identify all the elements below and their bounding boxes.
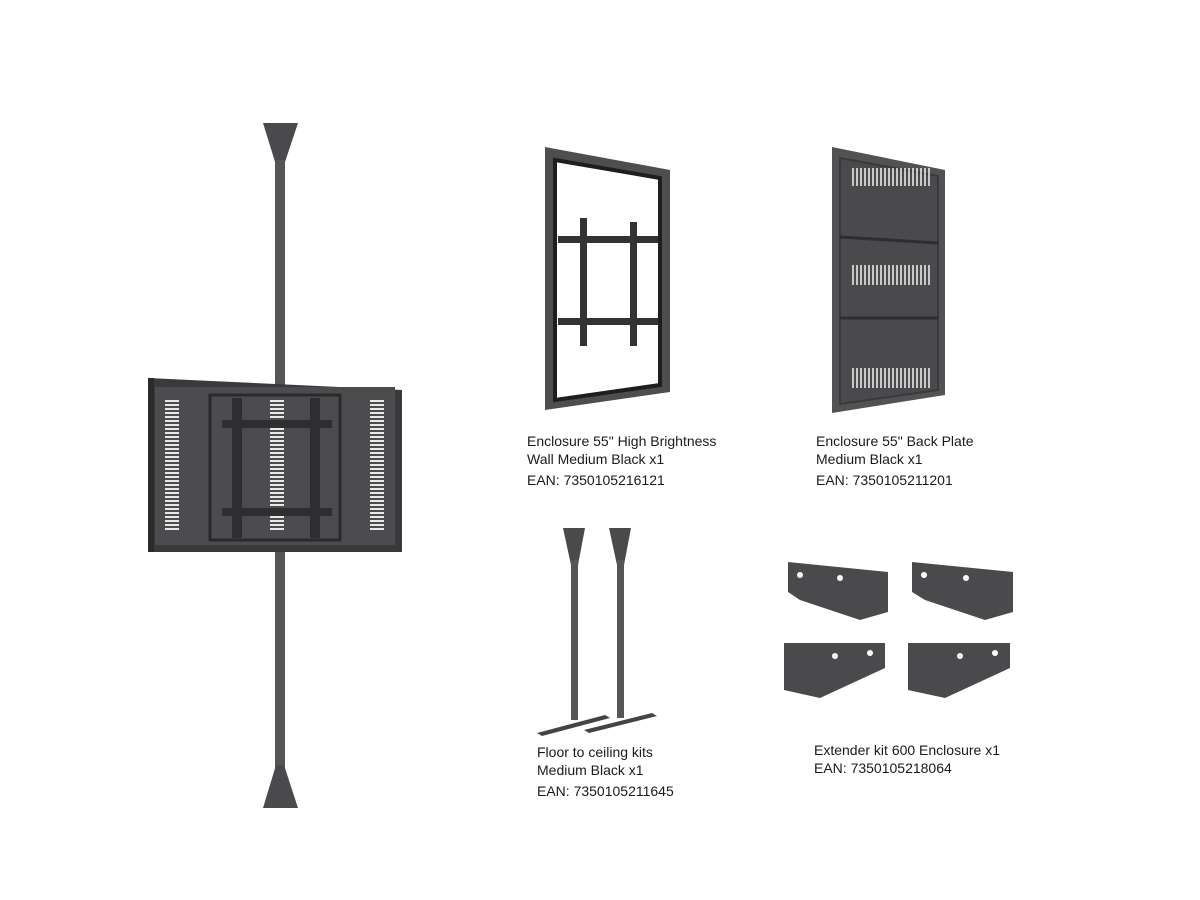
back-plate-image — [832, 147, 945, 413]
product-caption-enclosure-wall: Enclosure 55" High Brightness Wall Mediu… — [527, 432, 716, 489]
product-name-line1: Extender kit 600 Enclosure x1 — [814, 742, 1000, 758]
product-ean: EAN: 7350105216121 — [527, 472, 665, 488]
product-ean: EAN: 7350105211645 — [537, 783, 674, 799]
extender-kit-image — [784, 562, 1013, 698]
floor-to-ceiling-kits-image — [537, 528, 657, 736]
product-name-line1: Floor to ceiling kits — [537, 744, 653, 760]
product-caption-floor-ceiling-kits: Floor to ceiling kits Medium Black x1 EA… — [537, 743, 674, 800]
enclosure-wall-image — [545, 147, 670, 410]
product-name-line2: Wall Medium Black x1 — [527, 451, 665, 467]
product-ean: EAN: 7350105211201 — [816, 472, 953, 488]
product-name-line1: Enclosure 55" Back Plate — [816, 433, 974, 449]
product-caption-back-plate: Enclosure 55" Back Plate Medium Black x1… — [816, 432, 974, 489]
product-name-line2: Medium Black x1 — [537, 762, 644, 778]
product-ean: EAN: 7350105218064 — [814, 760, 952, 776]
product-name-line1: Enclosure 55" High Brightness — [527, 433, 717, 449]
floor-to-ceiling-assembly-image — [148, 123, 402, 808]
product-name-line2: Medium Black x1 — [816, 451, 923, 467]
product-caption-extender-kit: Extender kit 600 Enclosure x1 EAN: 73501… — [814, 741, 1000, 777]
